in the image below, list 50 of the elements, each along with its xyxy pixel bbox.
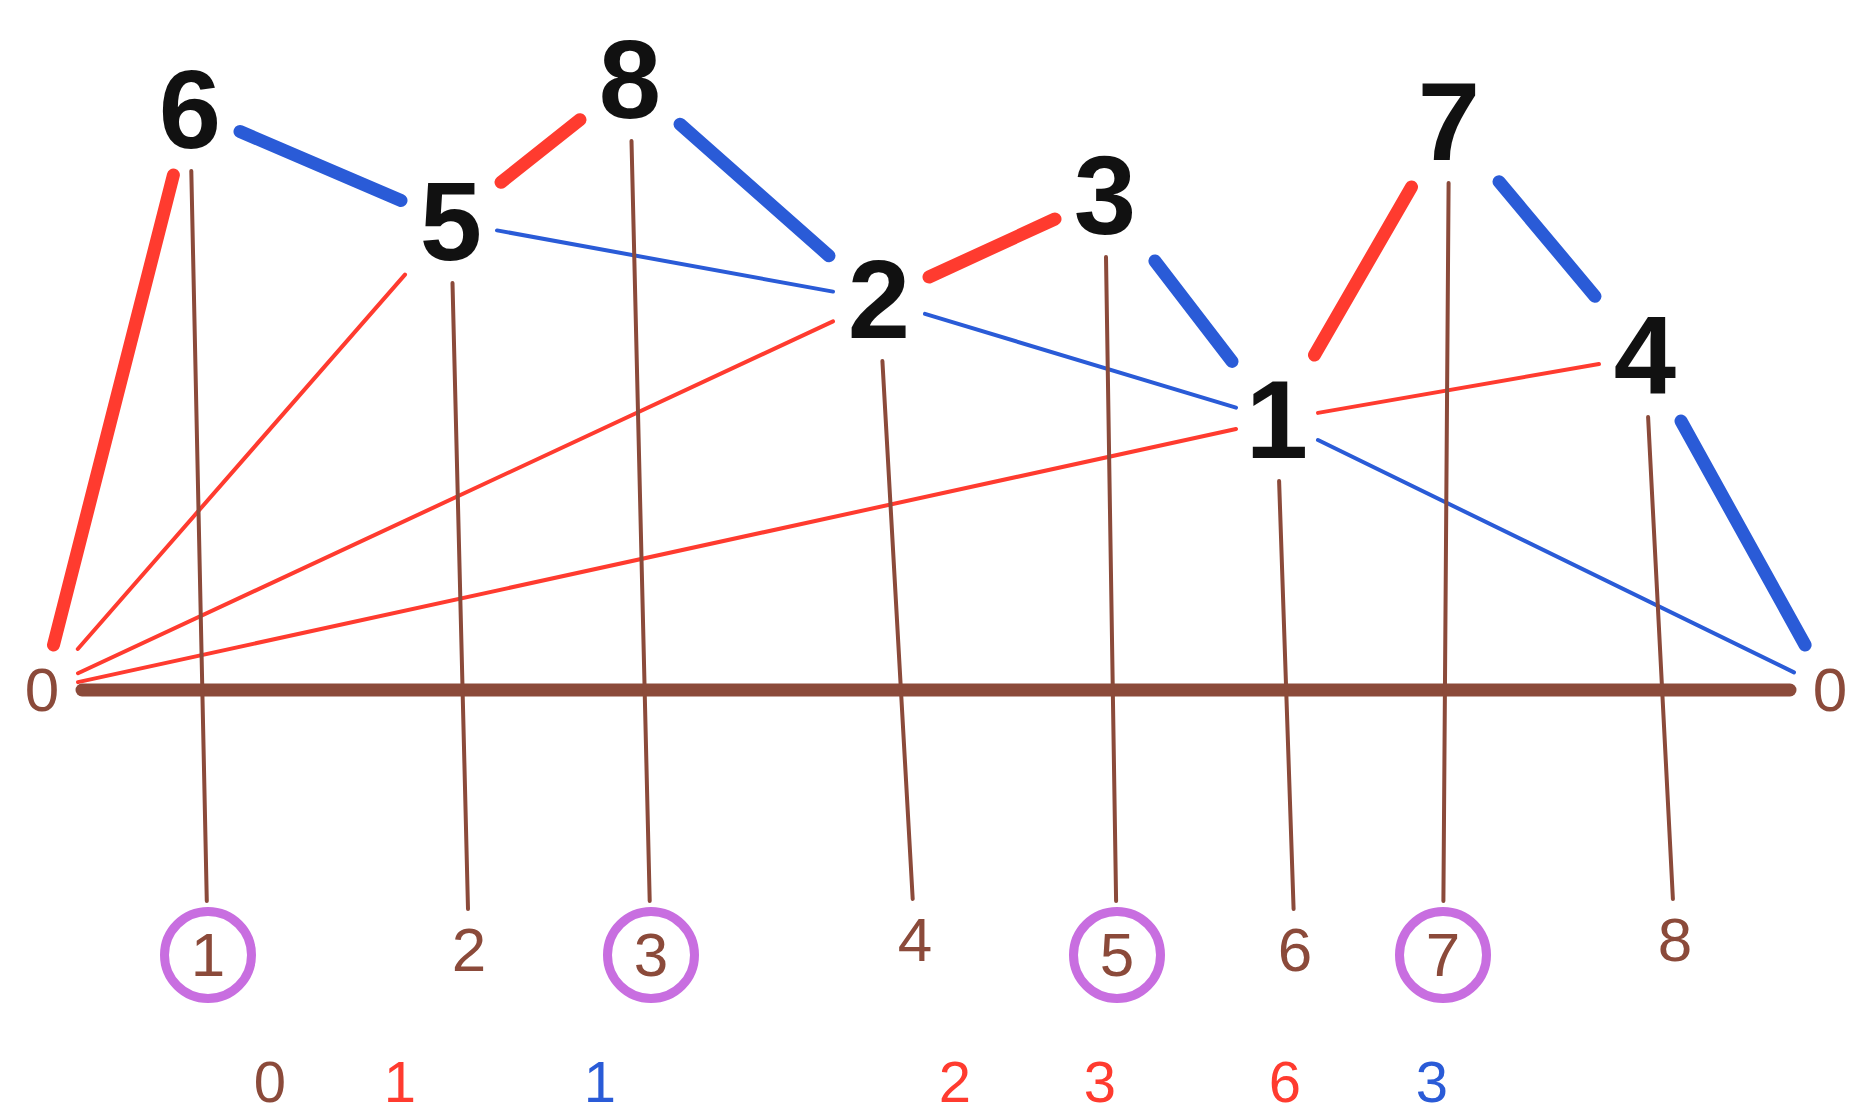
line bbox=[1646, 415, 1675, 901]
number-label: 1 bbox=[1242, 365, 1312, 475]
thick-line bbox=[922, 212, 1062, 284]
count-number: 0 bbox=[253, 1053, 287, 1111]
thick-line bbox=[494, 113, 587, 189]
position-number: 8 bbox=[1645, 905, 1705, 975]
count-number: 3 bbox=[1083, 1053, 1117, 1111]
number-label: 2 bbox=[839, 245, 919, 355]
number-label: 7 bbox=[1409, 67, 1489, 177]
thick-line bbox=[1492, 175, 1602, 303]
number-label: 3 bbox=[1065, 141, 1145, 251]
line bbox=[76, 319, 835, 676]
count-number: 3 bbox=[1415, 1053, 1449, 1111]
thick-line bbox=[47, 168, 180, 652]
line bbox=[495, 228, 835, 294]
thick-line bbox=[75, 683, 1797, 697]
line bbox=[1441, 181, 1451, 903]
position-number: 2 bbox=[439, 915, 499, 985]
count-number: 6 bbox=[1268, 1053, 1302, 1111]
circled-number: 5 bbox=[1069, 907, 1165, 1003]
thick-line bbox=[673, 117, 836, 263]
line bbox=[450, 281, 470, 911]
count-number: 1 bbox=[583, 1053, 617, 1111]
thick-line bbox=[1148, 254, 1239, 368]
line bbox=[189, 169, 209, 903]
circled-number: 1 bbox=[160, 907, 256, 1003]
number-label: 8 bbox=[590, 25, 670, 135]
line bbox=[75, 272, 407, 651]
position-number: 4 bbox=[885, 905, 945, 975]
count-number: 1 bbox=[383, 1053, 417, 1111]
line bbox=[923, 311, 1238, 410]
thick-line bbox=[1674, 414, 1812, 652]
line bbox=[76, 427, 1238, 685]
zero-label: 0 bbox=[12, 655, 72, 725]
number-label: 5 bbox=[411, 167, 491, 277]
line bbox=[1104, 255, 1119, 903]
count-number: 2 bbox=[938, 1053, 972, 1111]
zero-label: 0 bbox=[1800, 655, 1860, 725]
circled-number: 3 bbox=[603, 907, 699, 1003]
number-label: 4 bbox=[1605, 301, 1685, 411]
line bbox=[1316, 362, 1601, 415]
thick-line bbox=[1308, 180, 1418, 362]
circled-number: 7 bbox=[1395, 907, 1491, 1003]
thick-line bbox=[233, 125, 408, 207]
line bbox=[1316, 438, 1796, 675]
position-number: 6 bbox=[1265, 915, 1325, 985]
number-label: 6 bbox=[150, 55, 230, 165]
line bbox=[880, 359, 915, 901]
line bbox=[629, 139, 652, 903]
line bbox=[1277, 479, 1296, 911]
